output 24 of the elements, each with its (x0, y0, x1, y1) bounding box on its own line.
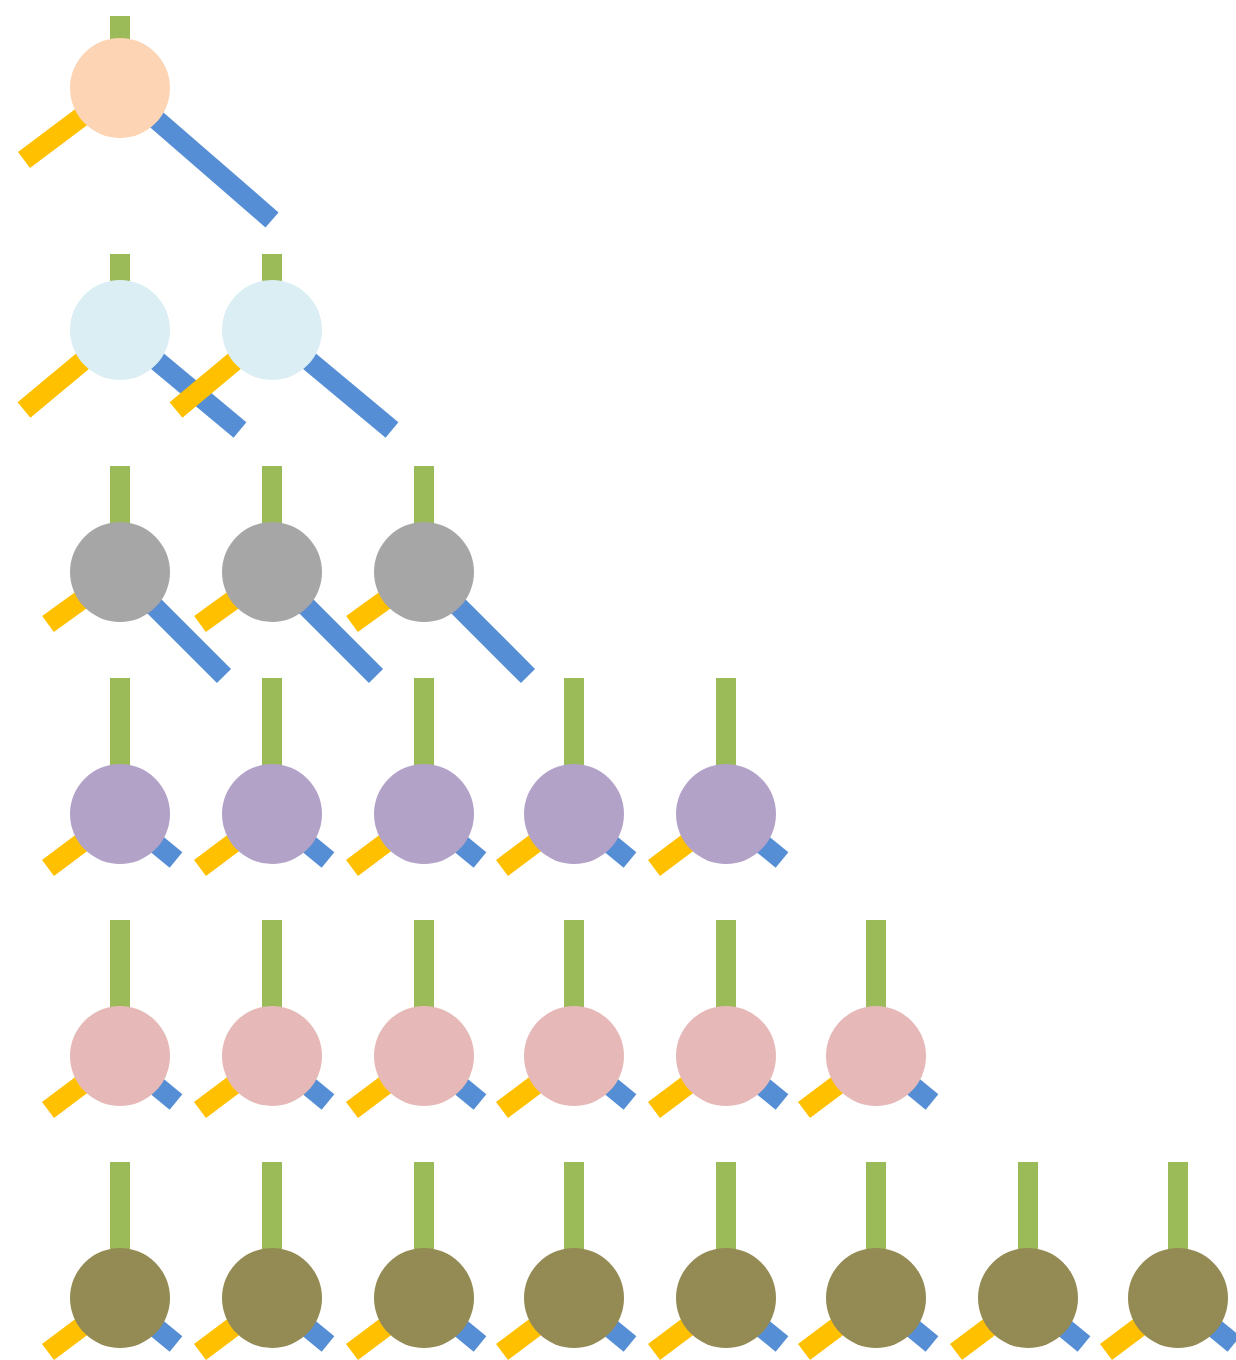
stick-node-drawing (192, 678, 336, 876)
stick-node-drawing (344, 678, 488, 876)
stick-node-drawing (192, 466, 384, 684)
stick-node-drawing (344, 466, 536, 684)
stick-node-drawing (344, 1162, 488, 1360)
stick-node-drawing (40, 678, 184, 876)
stick-node-drawing (168, 254, 400, 438)
stick-node-drawing (646, 1162, 790, 1360)
stick-node-drawing (40, 466, 232, 684)
stick-node-drawing (40, 1162, 184, 1360)
stick-node-drawing (646, 678, 790, 876)
stick-node-drawing (344, 920, 488, 1118)
stick-node-drawing (192, 1162, 336, 1360)
stick-node-drawing (948, 1162, 1092, 1360)
stick-node-drawing (494, 678, 638, 876)
stick-node-drawing (192, 920, 336, 1118)
stick-node-drawing (796, 920, 940, 1118)
stick-node-drawing (40, 920, 184, 1118)
stick-node-drawing (494, 1162, 638, 1360)
stick-node-drawing (16, 16, 280, 228)
stick-node-drawing (1098, 1162, 1236, 1360)
stick-node-drawing (494, 920, 638, 1118)
stick-node-drawing (646, 920, 790, 1118)
stick-node-drawing (796, 1162, 940, 1360)
